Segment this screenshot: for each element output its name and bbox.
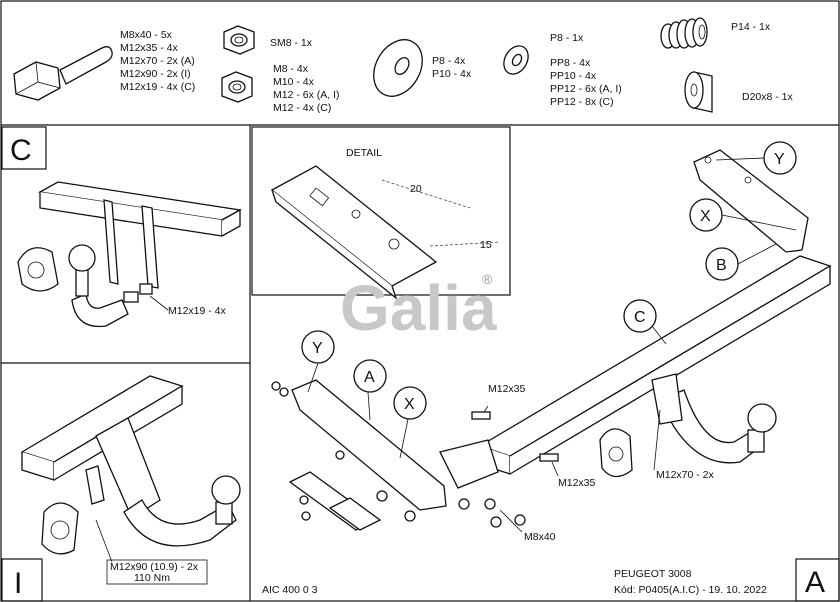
callout-x-top-text: X: [700, 208, 711, 225]
bolts-c: [123, 283, 153, 303]
callout-a: [353, 359, 387, 421]
detail-frame: [251, 126, 511, 296]
leader-c: [149, 295, 169, 311]
washer-pp-label-1: PP8 - 4x: [550, 57, 591, 69]
hardware-main: [271, 381, 559, 528]
detail-bracket: [270, 165, 438, 300]
small-washer-icon: [503, 45, 529, 75]
spring-label: P14 - 1x: [731, 21, 771, 33]
panel-i-bolt-note-2: 110 Nm: [134, 572, 170, 584]
callout-c-text: C: [634, 309, 646, 326]
washer-pp-label-4: PP12 - 8x (C): [550, 96, 614, 108]
leader-m8x40: [499, 509, 523, 533]
bolt-label-4: M12x90 - 2x (I): [120, 68, 191, 80]
leader-m12x35-top: [483, 405, 489, 413]
nut-label-1: M8 - 4x: [273, 63, 309, 75]
bolt-label-3: M12x70 - 2x (A): [120, 55, 195, 67]
crossbar-i: [20, 375, 184, 481]
galia-logo: Galia: [340, 272, 497, 344]
spacer-label: D20x8 - 1x: [742, 91, 794, 103]
bracket-plates-i: [85, 417, 161, 519]
bolt-icon: [13, 46, 113, 101]
panel-c-letter: C: [10, 134, 32, 167]
detail-dim-line-2: [429, 241, 501, 247]
socket-plate-i: [41, 502, 79, 555]
tow-ball-c: [68, 244, 129, 328]
detail-dim-2: 15: [480, 239, 492, 251]
callout-x-bottom-text: X: [404, 396, 415, 413]
side-bracket-a: [291, 379, 499, 511]
crossbar-main: [478, 255, 832, 475]
panel-i-bolt-note-1: M12x90 (10.9) - 2x: [110, 561, 199, 573]
socket-plate-main: [599, 428, 633, 478]
logo-registered-mark: ®: [482, 271, 493, 287]
tow-ball-i: [123, 475, 241, 547]
bracket-plates-c: [103, 199, 159, 289]
nut-label-4: M12 - 4x (C): [273, 102, 331, 114]
callout-x-top: [689, 198, 797, 232]
label-m8x40: M8x40: [524, 531, 556, 543]
spacer-icon: [684, 71, 713, 113]
panel-i-letter: I: [14, 567, 22, 600]
callout-c: [623, 299, 667, 345]
large-washer-icon: [373, 39, 423, 97]
panel-c-bolt-note: M12x19 - 4x: [168, 305, 227, 317]
callout-b-text: B: [716, 257, 727, 274]
detail-title: DETAIL: [346, 147, 382, 159]
spring-icon: [660, 17, 708, 49]
footer-code-left: AIC 400 0 3: [262, 584, 318, 596]
nut-label-2: M10 - 4x: [273, 76, 315, 88]
panel-a-letter-box: [795, 558, 840, 602]
detail-dim-1: 20: [410, 183, 422, 195]
panel-i-note-box: [106, 559, 208, 585]
washer-pp-label-3: PP12 - 6x (A, I): [550, 83, 622, 95]
washer-p-label-2: P10 - 4x: [432, 68, 472, 80]
p8-label: P8 - 1x: [550, 32, 584, 44]
footer-vehicle: PEUGEOT 3008: [614, 568, 692, 580]
leader-m12x70: [653, 409, 661, 471]
leader-m12x35-bottom: [551, 461, 559, 477]
leader-i: [95, 519, 113, 563]
callout-y-bottom-text: Y: [312, 340, 323, 357]
label-m12x35-top: M12x35: [488, 383, 526, 395]
panel-a-letter: A: [805, 566, 825, 599]
footer-code-right: Kód: P0405(A.I.C) - 19. 10. 2022: [614, 584, 767, 596]
crossbar-c: [38, 181, 242, 237]
bolt-label-1: M8x40 - 5x: [120, 29, 173, 41]
bolt-label-2: M12x35 - 4x: [120, 42, 179, 54]
tow-ball-main: [651, 373, 777, 464]
nut-icon: [221, 71, 253, 103]
panel-i-letter-box: [1, 558, 43, 602]
label-m12x70: M12x70 - 2x: [656, 469, 715, 481]
bolt-label-5: M12x19 - 4x (C): [120, 81, 195, 93]
sm8-label: SM8 - 1x: [270, 37, 313, 49]
callout-b: [705, 243, 777, 281]
socket-plate-c: [17, 247, 59, 292]
callout-y-bottom: [301, 330, 335, 393]
callout-y-top-text: Y: [774, 151, 785, 168]
callout-a-text: A: [364, 369, 375, 386]
self-locking-nut-icon: [223, 25, 255, 55]
washer-pp-label-2: PP10 - 4x: [550, 70, 597, 82]
label-m12x35-bottom: M12x35: [558, 477, 596, 489]
nut-label-3: M12 - 6x (A, I): [273, 89, 340, 101]
clamp-plate-main: [288, 471, 382, 531]
detail-dim-line-1: [381, 179, 471, 209]
callout-x-bottom: [393, 386, 427, 459]
washer-p-label-1: P8 - 4x: [432, 55, 466, 67]
panel-c-letter-box: [1, 126, 47, 170]
callout-y-top: [715, 141, 797, 175]
